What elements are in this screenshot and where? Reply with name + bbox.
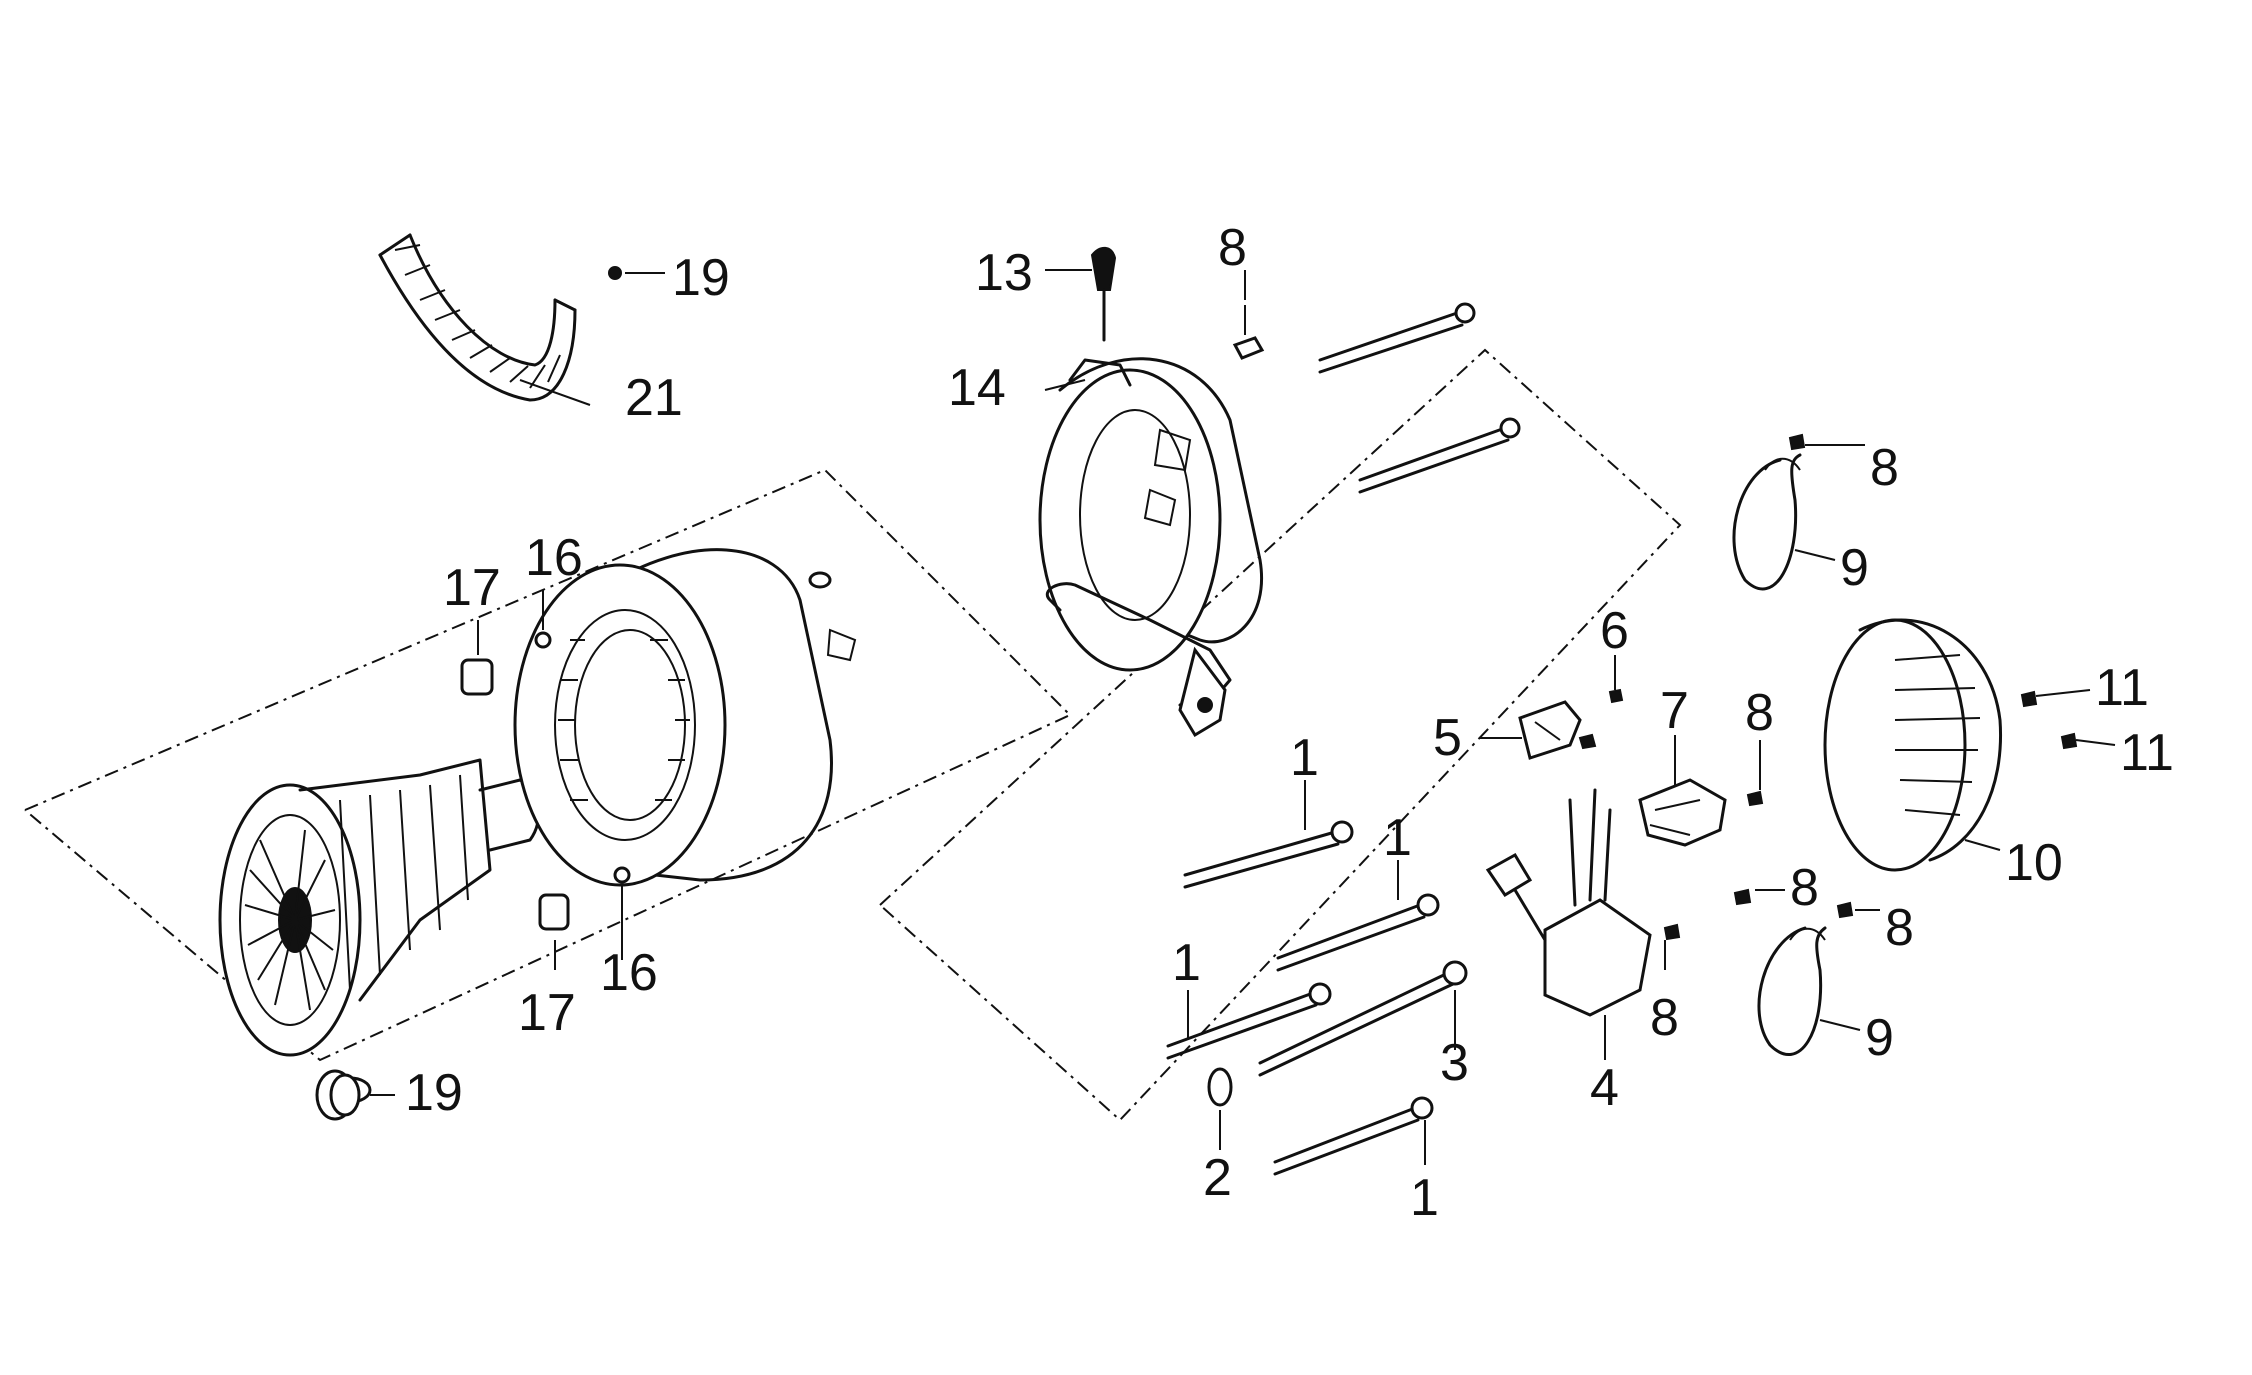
callout-14: 14: [948, 359, 1006, 417]
through-bolt-part-e: [1273, 1096, 1434, 1176]
callout-2: 2: [1203, 1149, 1232, 1207]
bolt-long-part-upper-b: [1358, 417, 1521, 494]
callout-17-upper: 17: [443, 559, 501, 617]
callout-6: 6: [1600, 602, 1629, 660]
cable-tie-part-upper: [1732, 453, 1802, 591]
dowel-part-lower: [538, 893, 570, 931]
callout-16-lower: 16: [600, 944, 658, 1002]
rear-cover-part: [1823, 618, 2003, 872]
callout-20: 19: [672, 249, 730, 307]
callout-17-lower: 17: [518, 984, 576, 1042]
callout-8-right-b: 8: [1885, 899, 1914, 957]
callout-21: 21: [625, 369, 683, 427]
brush-holder-part: [1518, 700, 1582, 760]
leader-lines: [370, 269, 2116, 1165]
through-bolt-part-a: [1183, 820, 1354, 889]
front-housing-part: [1038, 357, 1263, 738]
nut-part-right-4: [1663, 923, 1681, 941]
washer-part-upper: [534, 631, 552, 649]
callout-11-a: 11: [2095, 659, 2149, 717]
through-bolt-part-d: [1258, 960, 1468, 1077]
callout-1-c: 1: [1172, 934, 1201, 992]
callout-7: 7: [1660, 682, 1689, 740]
nut-part-top-right: [1788, 433, 1806, 451]
capacitor-cover-part: [1638, 778, 1727, 847]
callout-8-mid: 8: [1745, 684, 1774, 742]
washer-part-lower: [613, 866, 631, 884]
small-bolt-part-top: [1232, 305, 1265, 360]
stator-part: [513, 548, 857, 887]
brush-screw-part: [1578, 688, 1624, 750]
callout-1-d: 1: [1410, 1169, 1439, 1227]
through-bolt-part-b: [1276, 893, 1440, 972]
callout-8-top: 8: [1218, 219, 1247, 277]
cover-screw-part-2: [2060, 732, 2078, 750]
nut-part-right-2: [1733, 888, 1752, 906]
callout-16-upper: 16: [525, 529, 583, 587]
cover-screw-part-1: [2020, 690, 2038, 708]
bearing-ring-part: [315, 1069, 361, 1121]
callout-4: 4: [1590, 1059, 1619, 1117]
callout-8-lower: 8: [1650, 989, 1679, 1047]
cable-tie-part-lower: [1757, 926, 1827, 1057]
callout-9-upper: 9: [1840, 539, 1869, 597]
callout-13: 13: [975, 244, 1033, 302]
callout-11-b: 11: [2120, 724, 2174, 782]
washer-part-bolt: [1207, 1067, 1233, 1107]
callout-labels: 19 21 13 8 14 17 16 17 16 19 1 1 1 3 2 1…: [405, 219, 2174, 1227]
callout-1-a: 1: [1290, 729, 1319, 787]
callout-8-top-right: 8: [1870, 439, 1899, 497]
callout-3: 3: [1440, 1034, 1469, 1092]
rotor-assembly-part: [218, 758, 541, 1104]
callout-8-right-a: 8: [1790, 859, 1819, 917]
callout-1-b: 1: [1383, 809, 1412, 867]
group-outline-stator: [879, 348, 1682, 1122]
callout-10: 10: [2005, 834, 2063, 892]
dowel-part-upper: [460, 658, 494, 696]
nut-part-right-1: [1746, 790, 1764, 807]
callout-19: 19: [405, 1064, 463, 1122]
callout-9-lower: 9: [1865, 1009, 1894, 1067]
clamp-screw-part: [608, 266, 665, 280]
bolt-long-part-upper-a: [1318, 302, 1476, 374]
regulator-part: [1485, 788, 1652, 1017]
through-bolt-part-c: [1166, 982, 1332, 1060]
housing-screw-part: [1090, 246, 1117, 342]
nut-part-right-3: [1836, 901, 1854, 919]
callout-5: 5: [1433, 709, 1462, 767]
clamp-band-part: [378, 233, 577, 402]
